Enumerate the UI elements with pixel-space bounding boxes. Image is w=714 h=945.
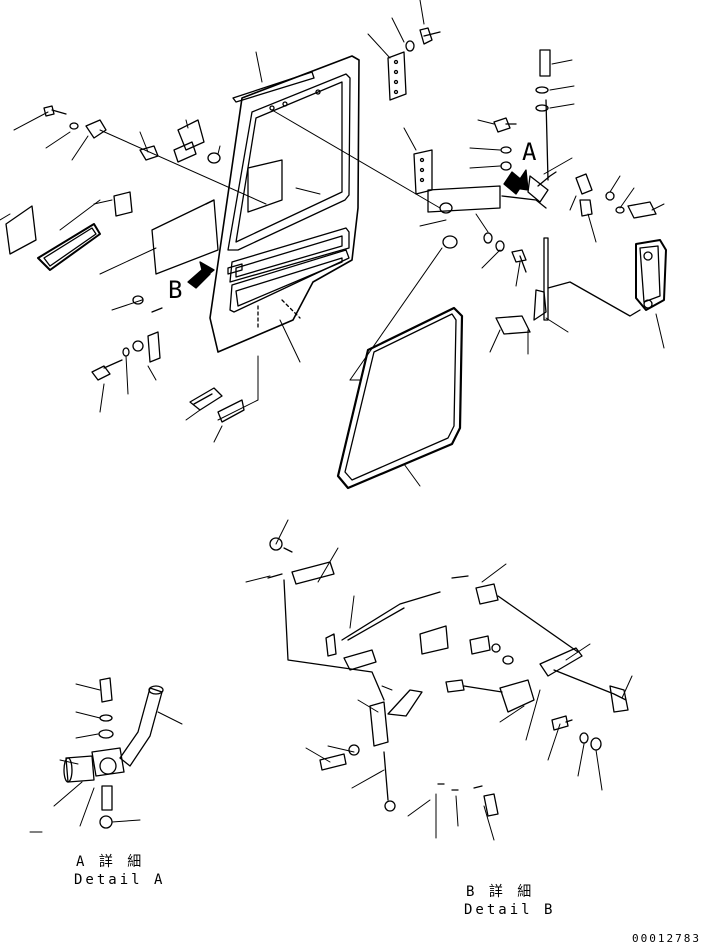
left-panel-sheet — [151, 199, 219, 275]
detail-a-title-jp: A 詳 細 — [76, 854, 145, 870]
detail-b-leaders — [245, 519, 633, 841]
door-panel — [209, 55, 360, 353]
detail-a-title-en: Detail A — [74, 872, 166, 888]
callout-a: A — [522, 138, 537, 166]
lock-bolt — [43, 105, 107, 139]
lower-latch-bolt — [91, 295, 163, 381]
leader-lines-right — [349, 59, 665, 381]
gas-stay-washers — [442, 232, 527, 273]
hinge-bolt — [405, 27, 441, 52]
left-label — [5, 205, 37, 255]
striker-clip — [139, 119, 221, 164]
view-b-arrow — [187, 261, 215, 289]
detail-b-title-jp: B 詳 細 — [466, 884, 535, 900]
lower-handle-parts — [189, 387, 245, 423]
right-mirror-bracket — [635, 239, 667, 311]
view-a-arrow — [503, 169, 529, 195]
detail-a-leaders — [29, 683, 183, 833]
drawing-number: 00012783 — [632, 932, 701, 945]
lower-hinge — [413, 149, 433, 195]
small-plate — [113, 191, 133, 217]
detail-b-assembly — [267, 537, 629, 817]
detail-b-title-en: Detail B — [464, 902, 556, 918]
left-glass-seal — [37, 223, 101, 271]
upper-hinge — [387, 51, 407, 101]
top-weatherstrip — [232, 71, 315, 103]
stay-arm-assembly — [427, 49, 641, 335]
right-small-parts — [575, 173, 657, 219]
door-window-glass — [336, 306, 464, 490]
detail-a-assembly — [63, 677, 164, 829]
leader-lines — [0, 0, 441, 487]
callout-b: B — [168, 276, 183, 304]
